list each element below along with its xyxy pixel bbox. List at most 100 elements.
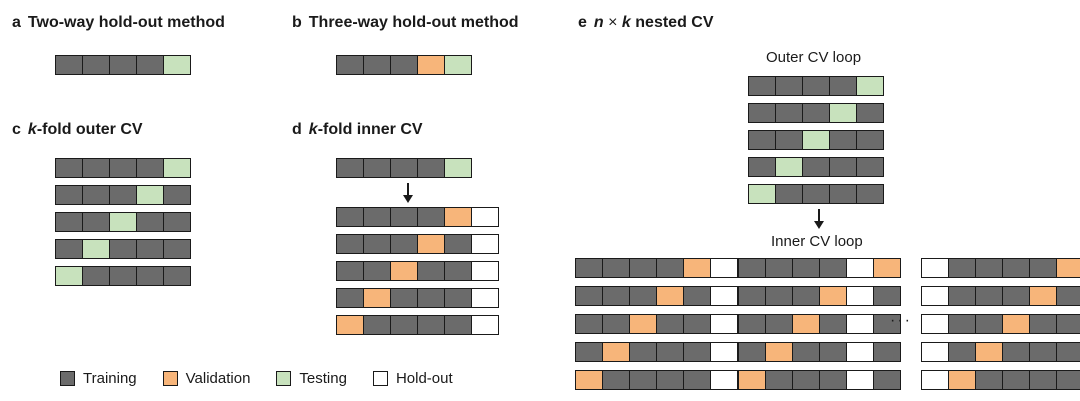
training-cell	[603, 287, 630, 305]
training-cell	[56, 213, 83, 231]
fold-row	[575, 370, 738, 390]
fold-row	[738, 342, 901, 362]
training-cell	[603, 315, 630, 333]
validation-cell	[445, 208, 472, 226]
training-cell	[445, 289, 472, 307]
fold-row	[738, 314, 901, 334]
hold-out-cell	[847, 259, 874, 277]
training-cell	[83, 159, 110, 177]
testing-cell	[857, 77, 883, 95]
training-cell	[110, 267, 137, 285]
training-cell	[820, 343, 847, 361]
training-cell	[56, 240, 83, 258]
training-cell	[391, 289, 418, 307]
training-cell	[949, 343, 976, 361]
hold-out-cell	[472, 208, 498, 226]
training-cell	[830, 158, 857, 176]
panel-b-title-text: Three-way hold-out method	[308, 14, 519, 31]
validation-cell	[657, 287, 684, 305]
training-cell	[976, 287, 1003, 305]
panel-a-title-text: Two-way hold-out method	[27, 14, 225, 31]
hold-out-cell	[711, 287, 737, 305]
training-cell	[1030, 343, 1057, 361]
training-cell	[657, 343, 684, 361]
validation-cell	[418, 235, 445, 253]
legend: Training Validation Testing Hold-out	[60, 370, 479, 387]
validation-cell	[630, 315, 657, 333]
testing-cell	[749, 185, 776, 203]
hold-out-cell	[922, 259, 949, 277]
training-cell	[364, 262, 391, 280]
fold-row	[748, 130, 884, 150]
training-cell	[110, 186, 137, 204]
testing-cell	[445, 159, 471, 177]
testing-cell	[56, 267, 83, 285]
validation-cell	[739, 371, 766, 389]
training-cell	[418, 208, 445, 226]
training-cell	[576, 287, 603, 305]
training-cell	[949, 259, 976, 277]
training-cell	[364, 56, 391, 74]
training-cell	[739, 259, 766, 277]
hold-out-cell	[472, 262, 498, 280]
training-cell	[164, 240, 190, 258]
fold-row	[748, 103, 884, 123]
fold-row	[575, 314, 738, 334]
validation-cell	[1003, 315, 1030, 333]
training-cell	[418, 262, 445, 280]
panel-e-title-n: n	[593, 14, 604, 31]
training-cell	[110, 56, 137, 74]
fold-row	[921, 258, 1080, 278]
training-cell	[1030, 371, 1057, 389]
training-cell	[164, 186, 190, 204]
training-cell	[1057, 315, 1080, 333]
training-cell	[630, 259, 657, 277]
training-cell	[776, 104, 803, 122]
fold-row	[336, 55, 472, 75]
training-cell	[83, 267, 110, 285]
validation-cell	[364, 289, 391, 307]
hold-out-cell	[847, 343, 874, 361]
validation-cell	[391, 262, 418, 280]
training-cell	[418, 159, 445, 177]
hold-out-cell	[922, 343, 949, 361]
training-cell	[874, 287, 900, 305]
validation-cell	[976, 343, 1003, 361]
training-cell	[164, 267, 190, 285]
training-cell	[857, 131, 883, 149]
training-cell	[684, 371, 711, 389]
training-cell	[418, 289, 445, 307]
fold-row	[336, 261, 499, 281]
training-cell	[949, 315, 976, 333]
hold-out-cell	[922, 315, 949, 333]
training-cell	[793, 343, 820, 361]
training-cell	[364, 159, 391, 177]
panel-c-title-rest: -fold outer CV	[36, 121, 143, 138]
training-cell	[1057, 371, 1080, 389]
legend-label-testing: Testing	[299, 370, 347, 387]
training-cell	[949, 287, 976, 305]
testing-cell	[776, 158, 803, 176]
fold-row	[55, 266, 191, 286]
training-cell	[603, 259, 630, 277]
fold-row	[575, 258, 738, 278]
training-cell	[83, 186, 110, 204]
legend-swatch-validation	[162, 371, 178, 386]
fold-row	[738, 258, 901, 278]
hold-out-cell	[472, 316, 498, 334]
fold-row	[336, 315, 499, 335]
panel-b-letter: b	[292, 14, 302, 31]
fold-row	[55, 185, 191, 205]
training-cell	[857, 104, 883, 122]
training-cell	[776, 131, 803, 149]
testing-cell	[83, 240, 110, 258]
training-cell	[976, 259, 1003, 277]
training-cell	[391, 208, 418, 226]
training-cell	[793, 371, 820, 389]
training-cell	[1030, 315, 1057, 333]
training-cell	[793, 287, 820, 305]
fold-row	[336, 234, 499, 254]
